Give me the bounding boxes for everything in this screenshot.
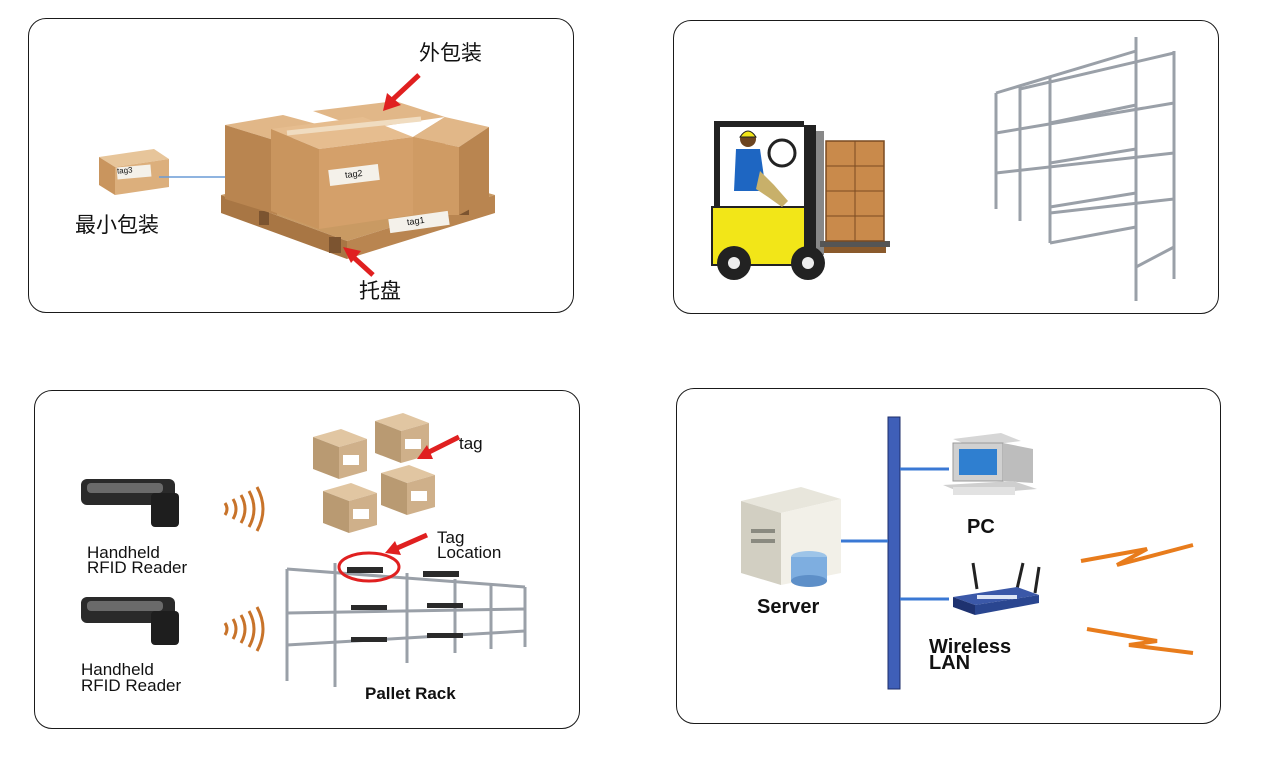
- panel-packaging-levels: tag3 tag2 tag1 外包装 最小包装 托盘: [28, 18, 574, 313]
- label-outer-package: 外包装: [419, 41, 482, 65]
- steel-rack-icon: [994, 37, 1176, 301]
- packaging-illustration: [99, 73, 495, 277]
- arrow-tag-location-icon: [385, 532, 429, 555]
- wlan-line2: LAN: [929, 652, 971, 674]
- tag-label: tag: [459, 434, 483, 453]
- tag-small-label: tag3: [116, 165, 133, 176]
- arrow-outer-icon: [383, 73, 421, 111]
- network-diagram: [741, 416, 1194, 690]
- panel-network: Server PC Wireless LAN: [676, 388, 1221, 724]
- wlan-line1: Wireless: [929, 636, 1012, 658]
- label-min-package: 最小包装: [75, 213, 159, 237]
- small-box-icon: [99, 149, 169, 195]
- server-label: Server: [757, 596, 820, 618]
- reader-bottom-line2: RFID Reader: [81, 676, 182, 695]
- forklift-icon: [711, 121, 890, 280]
- tag-location-line1: Tag: [437, 528, 465, 547]
- panel-rfid-readers: Handheld RFID Reader Handheld RFID Reade…: [34, 390, 580, 729]
- rack-tags-icon: [347, 567, 463, 642]
- signal-waves-icon-bottom: [223, 606, 265, 652]
- rfid-readers-illustration: [81, 413, 527, 687]
- signal-icon-bottom: [1086, 627, 1194, 655]
- pallet-rack-label: Pallet Rack: [365, 684, 456, 703]
- pallet-rack-icon: [285, 563, 527, 687]
- reader-bottom-line1: Handheld: [81, 660, 154, 679]
- handheld-reader-icon-bottom: [81, 597, 179, 645]
- server-icon: [741, 487, 841, 587]
- network-bus: [887, 416, 901, 690]
- signal-waves-icon-top: [223, 486, 265, 532]
- forklift-cargo-icon: [825, 140, 885, 242]
- signal-icon-top: [1080, 543, 1194, 567]
- arrow-tag-icon: [417, 434, 461, 459]
- pc-icon: [943, 433, 1037, 495]
- arrow-pallet-icon: [343, 247, 375, 277]
- panel-forklift-rack: [673, 20, 1219, 314]
- tag-location-circle: [337, 551, 401, 583]
- outer-boxes-icon: [225, 101, 489, 234]
- handheld-reader-icon-top: [81, 479, 179, 527]
- tag-location-line2: Location: [437, 543, 502, 562]
- pc-label: PC: [967, 516, 995, 538]
- label-pallet: 托盘: [359, 279, 401, 303]
- reader-top-line1: Handheld: [87, 543, 160, 562]
- forklift-rack-illustration: [711, 37, 1176, 301]
- reader-top-line2: RFID Reader: [87, 558, 188, 577]
- wireless-router-icon: [953, 562, 1041, 615]
- tagged-boxes-icon: [313, 413, 435, 533]
